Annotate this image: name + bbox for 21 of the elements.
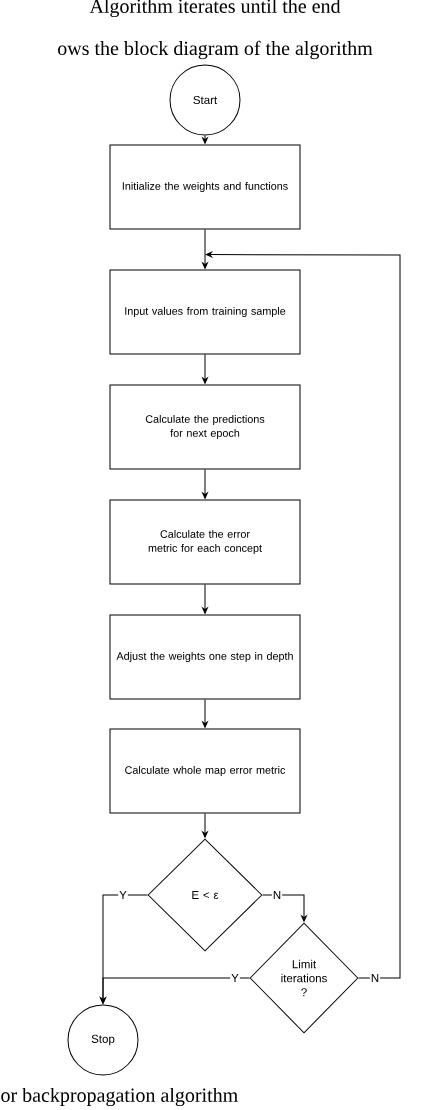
arrow xyxy=(202,135,208,144)
process-box: Calculate the predictions for next epoch xyxy=(109,384,301,470)
caption: or backpropagation algorithm xyxy=(1,1087,238,1107)
arrow xyxy=(262,894,307,922)
edge-label: Y xyxy=(230,973,240,983)
arrow xyxy=(202,584,208,614)
arrow xyxy=(202,469,208,499)
arrow xyxy=(202,229,208,269)
arrow xyxy=(202,354,208,384)
edge-label: Y xyxy=(118,890,128,900)
process-box: Adjust the weights one step in depth xyxy=(109,614,301,700)
process-box: Initialize the weights and functions xyxy=(109,144,301,230)
arrow xyxy=(100,977,250,1004)
arrow xyxy=(202,699,208,728)
edge-label: N xyxy=(369,973,381,983)
process-box: Calculate whole map error metric xyxy=(109,728,301,814)
process-box: Calculate the error metric for each concept xyxy=(109,499,301,585)
process-box: Input values from training sample xyxy=(109,269,301,355)
arrow xyxy=(205,251,401,979)
edge-label: N xyxy=(271,890,283,900)
arrow xyxy=(202,813,208,838)
